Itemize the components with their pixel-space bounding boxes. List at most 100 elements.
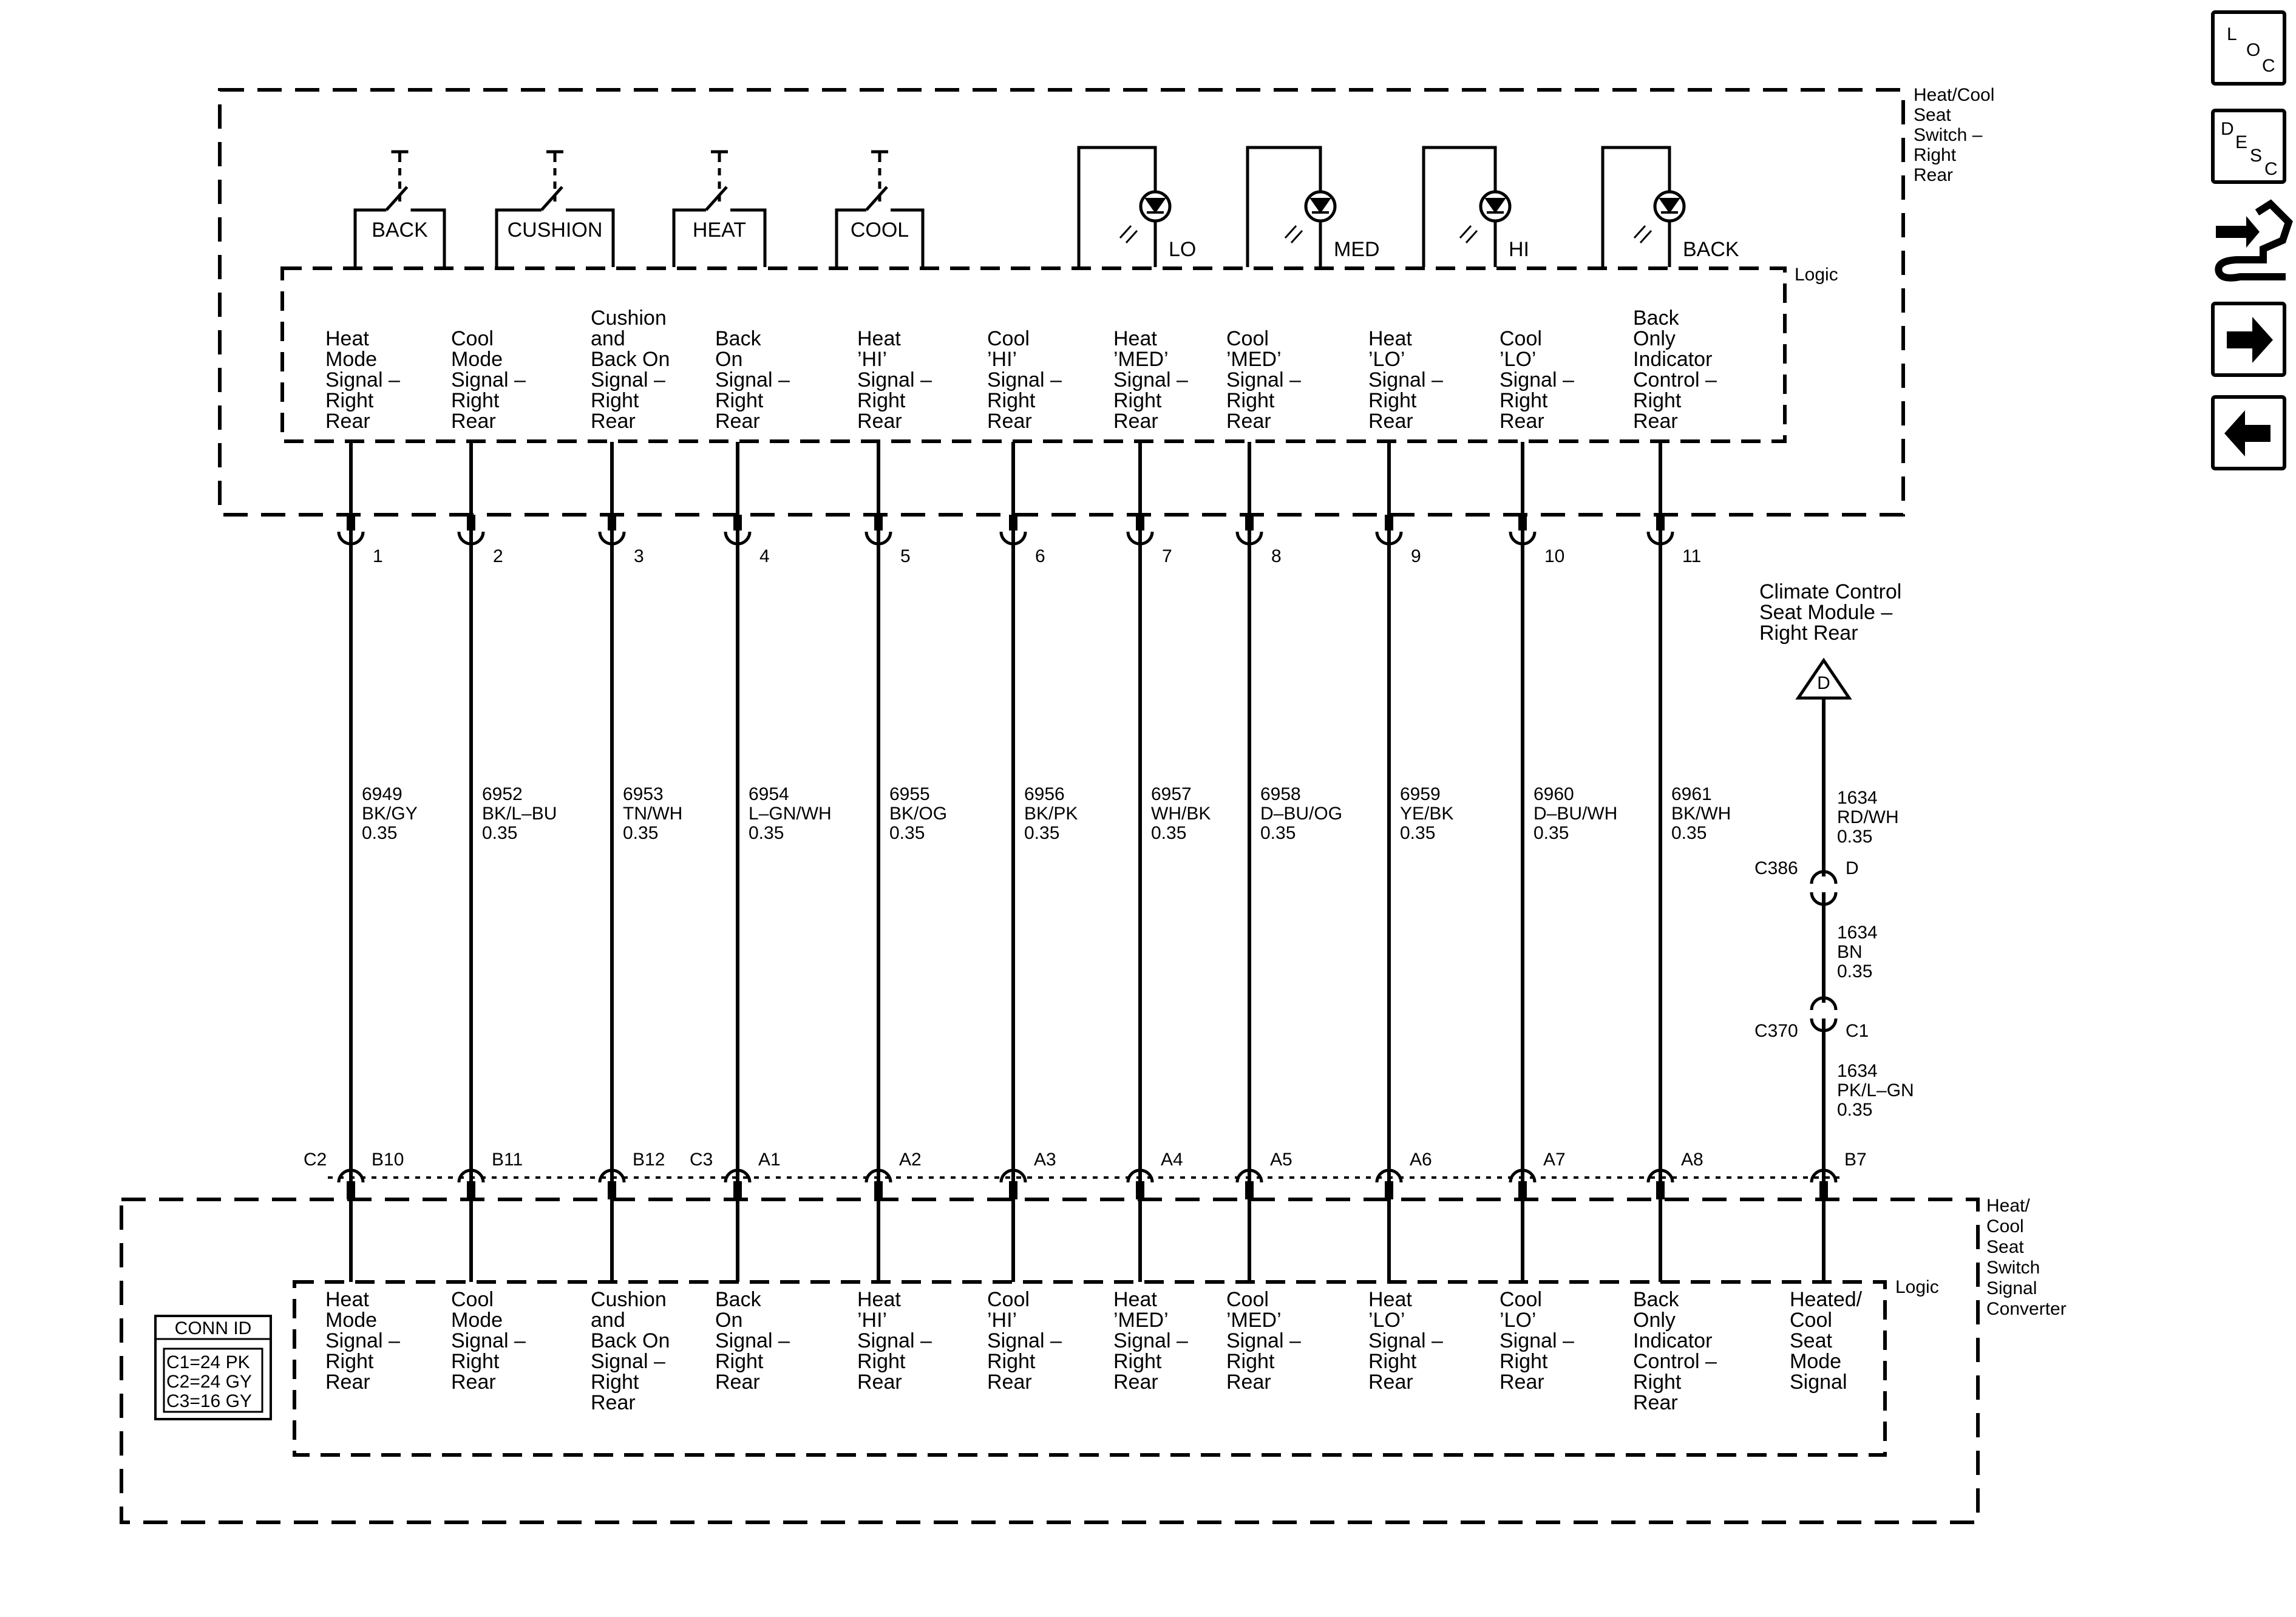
climate-module-label: Right Rear [1759,622,1858,645]
bottom-circuit-label: Right [1500,1350,1548,1373]
loc-button[interactable]: LOC [2211,10,2286,86]
wire-label: 0.35 [1837,961,1872,981]
wire-label: 0.35 [889,823,925,843]
connector-tool-icon[interactable] [2215,199,2293,282]
wire-label: BK/OG [889,804,947,824]
pin-number: D [1846,858,1859,878]
bottom-circuit-label: Cool [1226,1288,1269,1311]
bottom-circuit-label: Back [1633,1288,1680,1311]
bottom-circuit-label: On [715,1309,742,1332]
bottom-circuit-label: Right [591,1371,639,1394]
top-module-name: Switch – [1914,125,1983,145]
pin-number: 3 [634,546,644,566]
bottom-pin-label: A7 [1543,1150,1566,1170]
top-circuit-label: ’MED’ [1113,348,1169,371]
switch-knob [871,150,888,159]
led-symbol [1659,198,1680,214]
top-circuit-label: Signal – [591,368,665,392]
bottom-circuit-label: ’HI’ [987,1309,1017,1332]
bottom-pin-label: A1 [758,1150,781,1170]
terminal-bottom [874,1181,883,1199]
led-light-rays [1459,225,1478,244]
connector-cavity [1810,996,1838,1011]
bottom-circuit-label: Control – [1633,1350,1717,1373]
switch-knob [391,150,409,159]
wire-label: RD/WH [1837,807,1899,827]
terminal-bottom [1136,1181,1144,1199]
top-circuit-label: Rear [1633,410,1678,433]
arrow-right-shape [2227,317,2273,363]
tool-arrow-shape [2216,216,2260,248]
top-circuit-label: Mode [325,348,377,371]
bottom-circuit-label: Signal – [1226,1329,1301,1352]
top-circuit-label: Heat [857,327,901,350]
top-circuit-label: Signal – [1500,368,1574,392]
bottom-circuit-label: Right [987,1350,1036,1373]
wire-label: 6959 [1400,784,1441,804]
bottom-pin-label: A5 [1270,1150,1292,1170]
switch-blade [865,186,888,211]
top-circuit-label: ’MED’ [1226,348,1282,371]
bottom-circuit-label: ’LO’ [1368,1309,1405,1332]
conn-id-inner [163,1348,263,1413]
bottom-pin-label: A8 [1681,1150,1703,1170]
bottom-circuit-label: Right [1226,1350,1275,1373]
wire-label: L–GN/WH [749,804,832,824]
bottom-circuit-label: Right [325,1350,374,1373]
arrow-right-icon[interactable] [2211,302,2286,377]
wire-label: BK/WH [1671,804,1731,824]
conn-id-row: C1=24 PK [166,1352,250,1372]
top-module-name: Seat [1914,105,1951,125]
bottom-circuit-label: Rear [591,1391,636,1414]
loc-button-frame [2211,10,2286,86]
connector-cavity-top [1375,531,1403,546]
terminal-bottom [733,1181,742,1199]
terminal-top [733,515,742,531]
wire-label: BN [1837,942,1863,962]
wire-label: BK/PK [1024,804,1078,824]
connector-id-label: C370 [1754,1021,1798,1041]
terminal-top [1009,515,1017,531]
pin-number: 5 [900,546,911,566]
connector-cavity-top [724,531,752,546]
terminal-top [347,515,355,531]
terminal-bottom [1385,1181,1393,1199]
bottom-circuit-label: Right [1113,1350,1162,1373]
bottom-circuit-label: Signal – [715,1329,790,1352]
indicator-label: LO [1169,238,1196,261]
connector-cavity-top [1235,531,1263,546]
pin-number: 2 [493,546,503,566]
top-circuit-label: ’LO’ [1500,348,1536,371]
switch-knob [711,150,728,159]
top-circuit-label: Signal – [715,368,790,392]
wire-label: 6956 [1024,784,1065,804]
bottom-pin-label: B12 [633,1150,665,1170]
wire-label: BK/GY [362,804,418,824]
wire-label: 6954 [749,784,789,804]
led-symbol [1484,198,1506,214]
bottom-circuit-label: Rear [1368,1371,1413,1394]
led-symbol [1144,198,1166,214]
wire-label: 0.35 [623,823,658,843]
top-circuit-label: Rear [1368,410,1413,433]
arrow-left-icon[interactable] [2211,395,2286,470]
bottom-circuit-label: Rear [1633,1391,1678,1414]
top-circuit-label: Right [591,389,639,412]
wire-label: 0.35 [1533,823,1569,843]
loc-letter: L [2227,24,2237,44]
switch-blade [705,186,728,211]
top-circuit-label: Only [1633,327,1676,350]
bottom-circuit-label: Signal – [1500,1329,1574,1352]
bottom-circuit-label: Cool [451,1288,494,1311]
top-circuit-label: Heat [1113,327,1157,350]
wire-label: WH/BK [1151,804,1211,824]
bottom-circuit-label: Right [1633,1371,1682,1394]
bottom-circuit-label: Back [715,1288,762,1311]
terminal-bottom [467,1181,475,1199]
top-module-name: Heat/Cool [1914,85,1994,105]
terminal-bottom [1009,1181,1017,1199]
top-circuit-label: Signal – [1226,368,1301,392]
switch-contact [672,208,767,267]
tool-wrench-shape [2215,199,2293,282]
